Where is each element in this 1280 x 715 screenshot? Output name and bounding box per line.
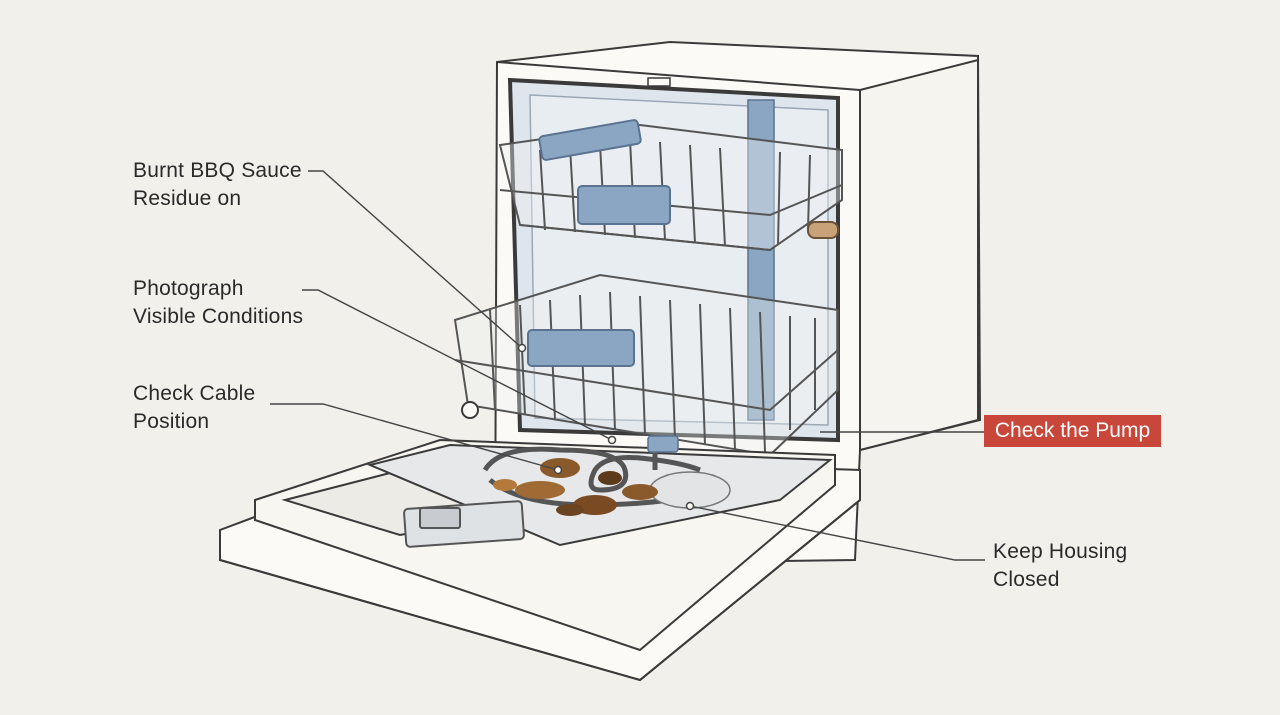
leader-lines bbox=[270, 170, 985, 561]
leader-photo bbox=[302, 289, 613, 441]
leader-bbq bbox=[308, 170, 523, 349]
callout-photo-line2: Visible Conditions bbox=[133, 305, 304, 328]
callout-housing-line1: Keep Housing bbox=[993, 540, 1128, 563]
leader-cable bbox=[270, 403, 559, 471]
leader-housing bbox=[689, 505, 985, 561]
leader-dots bbox=[517, 343, 695, 511]
callout-cable-line2: Position bbox=[133, 410, 210, 433]
callout-cable-position: Check Cable Position bbox=[133, 380, 255, 436]
dishwasher-door bbox=[219, 438, 861, 682]
callout-photograph: Photograph Visible Conditions bbox=[133, 275, 303, 331]
callout-photo-line1: Photograph bbox=[133, 277, 244, 300]
callout-bbq-line2: Residue on bbox=[133, 187, 242, 210]
callout-check-pump: Check the Pump bbox=[984, 415, 1161, 447]
bbq-residue bbox=[493, 458, 658, 516]
callout-keep-housing-closed: Keep Housing Closed bbox=[993, 538, 1127, 594]
callout-bbq-residue: Burnt BBQ Sauce Residue on bbox=[133, 157, 302, 213]
upper-rack bbox=[498, 119, 843, 252]
callout-cable-line1: Check Cable bbox=[133, 382, 256, 405]
callout-bbq-line1: Burnt BBQ Sauce bbox=[133, 159, 302, 182]
callout-housing-line2: Closed bbox=[993, 568, 1060, 591]
